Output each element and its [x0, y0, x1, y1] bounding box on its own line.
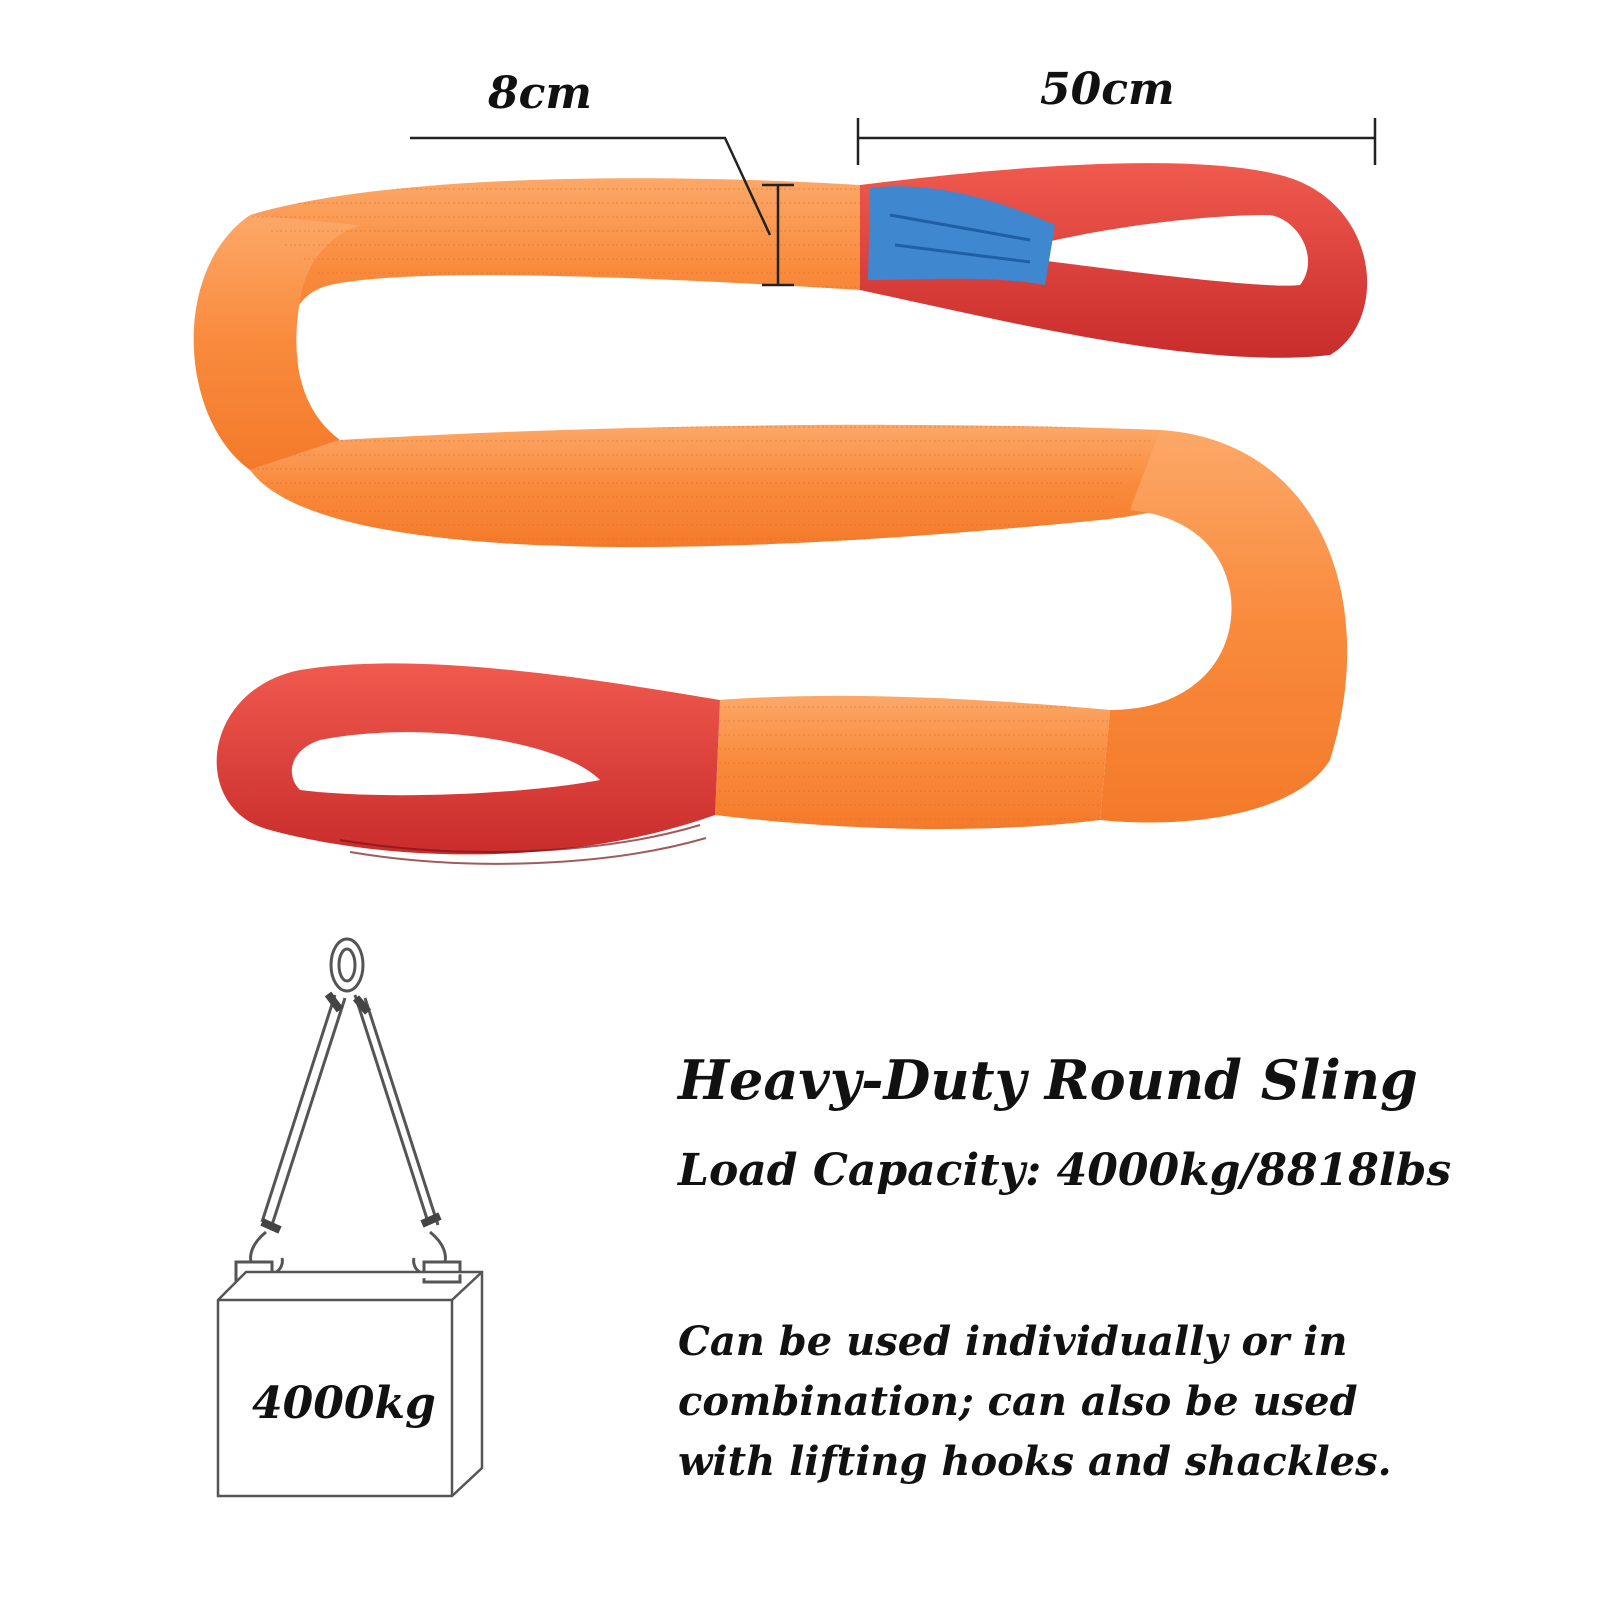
- product-title: Heavy-Duty Round Sling: [678, 1048, 1418, 1112]
- sling-loop-bottom: [216, 663, 720, 855]
- loop-dimension-label: 50cm: [1040, 64, 1175, 115]
- load-capacity-text: Load Capacity: 4000kg/8818lbs: [678, 1145, 1452, 1196]
- usage-description: Can be used individually or in combinati…: [678, 1312, 1538, 1492]
- sling-leg-left: [260, 994, 347, 1226]
- sling-right-bend: [1100, 430, 1348, 823]
- width-dimension-label: 8cm: [488, 68, 592, 119]
- sling-leg-right: [353, 994, 440, 1226]
- master-link-icon: [329, 937, 365, 993]
- round-sling: [193, 163, 1368, 865]
- load-box: [216, 1270, 484, 1498]
- usage-line: with lifting hooks and shackles.: [678, 1438, 1392, 1485]
- box-weight-label: 4000kg: [252, 1378, 436, 1429]
- usage-line: combination; can also be used: [678, 1378, 1358, 1425]
- usage-line: Can be used individually or in: [678, 1318, 1348, 1365]
- sling-left-bend: [193, 215, 360, 470]
- dimension-width: [410, 136, 794, 287]
- dimension-loop: [856, 118, 1377, 165]
- load-diagram: [216, 937, 484, 1498]
